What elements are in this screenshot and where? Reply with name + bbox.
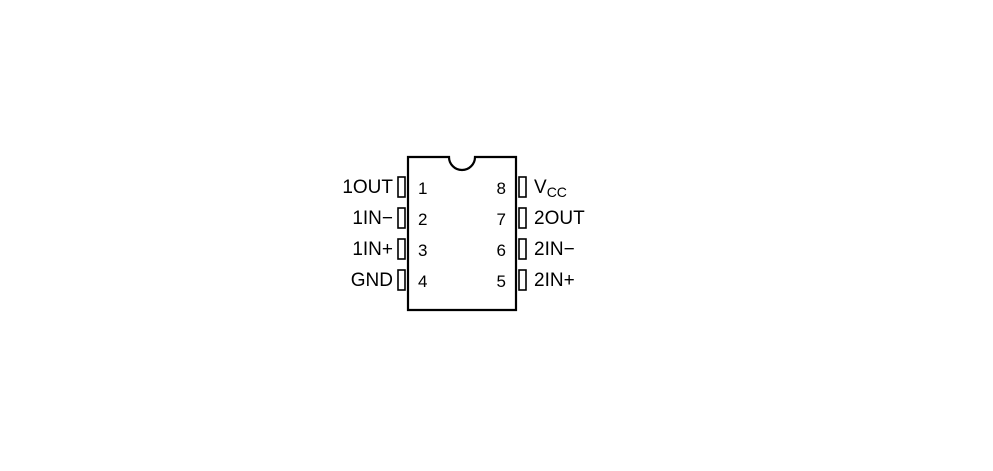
pin-lead [518,269,527,291]
left-pin-3: 1IN+ 3 [352,238,427,260]
ic-package-body [406,155,518,312]
right-pin-6: 6 2IN− [497,238,575,260]
pin-number: 1 [418,179,427,198]
pin-label: 1IN− [352,208,393,229]
pin-label: VCC [534,177,567,200]
pin-number: 3 [418,241,427,260]
pin-number: 7 [497,210,506,229]
pin-label: 2OUT [534,208,585,229]
pin-lead [397,269,406,291]
pin-number: 6 [497,241,506,260]
pin-label-main: V [534,177,547,198]
pin-number: 5 [497,272,506,291]
pin-number: 8 [497,179,506,198]
pin-label: 2IN+ [534,270,575,291]
pin-number: 4 [418,272,427,291]
pin-lead [518,238,527,260]
pin-lead [397,207,406,229]
pin-label: GND [351,270,393,291]
pin-lead [397,238,406,260]
pin-label: 2IN− [534,239,575,260]
pin-label: 1OUT [342,177,393,198]
pin-lead [397,176,406,198]
right-pin-8: 8 VCC [497,176,567,200]
left-pin-4: GND 4 [351,269,427,291]
pin-number: 2 [418,210,427,229]
left-pin-2: 1IN− 2 [352,207,427,229]
right-pin-7: 7 2OUT [497,207,585,229]
pin-label-subscript: CC [547,184,567,200]
pin-lead [518,207,527,229]
pin-label: 1IN+ [352,239,393,260]
right-pin-5: 5 2IN+ [497,269,575,291]
pin-lead [518,176,527,198]
left-pin-1: 1OUT 1 [342,176,427,198]
